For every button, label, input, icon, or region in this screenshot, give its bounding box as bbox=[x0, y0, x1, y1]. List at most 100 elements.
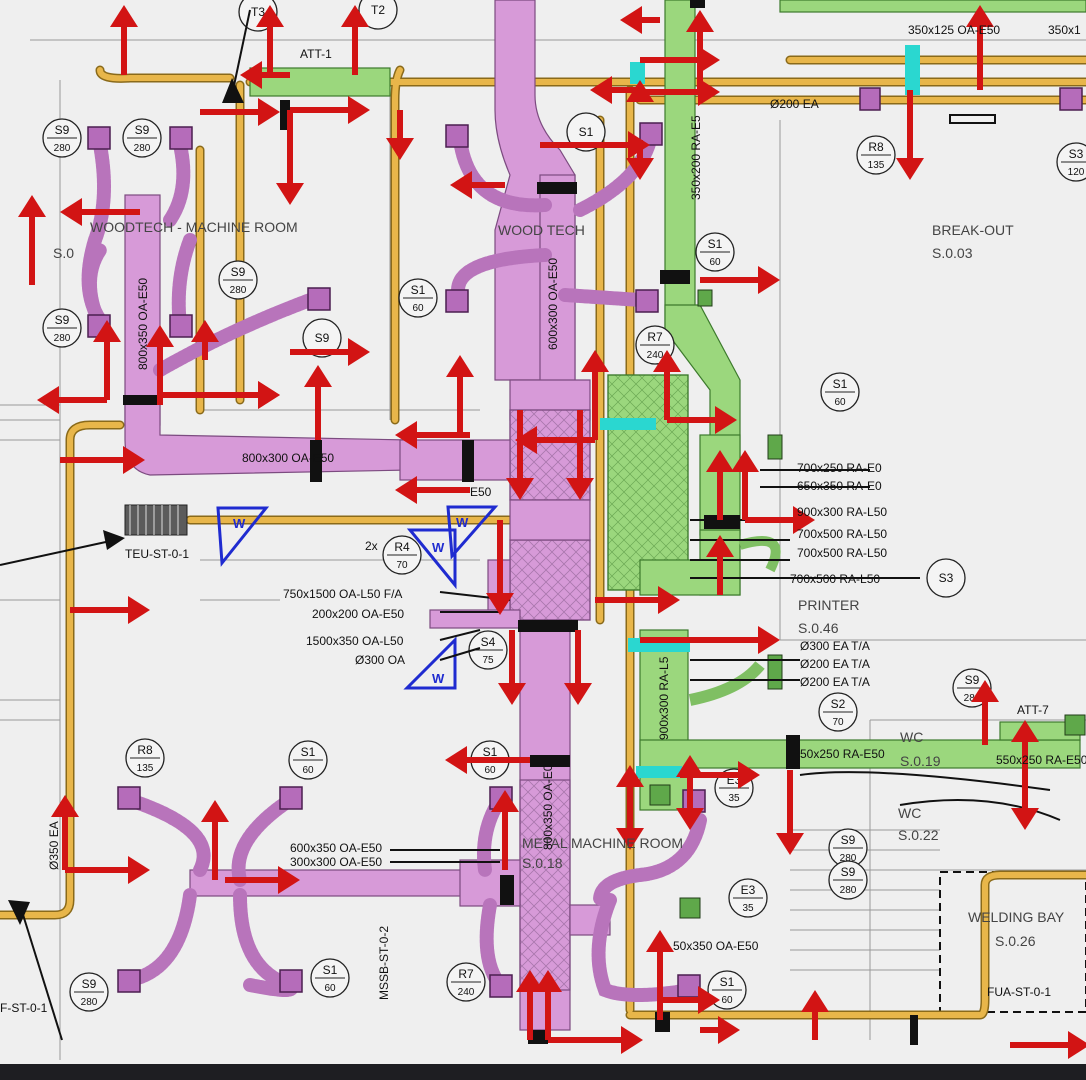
airflow-arrow-head bbox=[715, 406, 737, 434]
diffuser-type: S3 bbox=[939, 571, 954, 585]
airflow-arrow-head bbox=[731, 450, 759, 472]
vertical-duct-label: 600x300 OA-E50 bbox=[546, 258, 560, 350]
diffuser-size: 70 bbox=[832, 717, 844, 728]
room-wc2-label: WC bbox=[898, 805, 921, 821]
airflow-arrow-head bbox=[776, 833, 804, 855]
airflow-arrow-head bbox=[621, 1026, 643, 1054]
teu-coil bbox=[124, 504, 188, 536]
airflow-arrow-head bbox=[37, 386, 59, 414]
duct-label: 2x bbox=[365, 539, 378, 553]
duct-label: F-ST-0-1 bbox=[0, 1001, 48, 1015]
diffuser-type: S9 bbox=[82, 977, 97, 991]
room-breakout-label: BREAK-OUT bbox=[932, 222, 1014, 238]
airflow-arrows bbox=[18, 5, 1086, 1059]
airflow-arrow-head bbox=[128, 596, 150, 624]
airflow-arrow-head bbox=[620, 6, 642, 34]
airflow-arrow-head bbox=[445, 746, 467, 774]
diffuser-type: T2 bbox=[371, 3, 385, 17]
diffuser-tag-s9: S9 bbox=[302, 318, 342, 358]
airflow-arrow-head bbox=[646, 930, 674, 952]
airflow-arrow-head bbox=[515, 426, 537, 454]
diffuser-type: S4 bbox=[481, 635, 496, 649]
cyan-markers bbox=[600, 45, 920, 778]
diffuser-type: S9 bbox=[231, 265, 246, 279]
airflow-arrow-head bbox=[191, 320, 219, 342]
diffuser-size: 280 bbox=[840, 885, 857, 896]
diffuser-type: S1 bbox=[301, 745, 316, 759]
duct-label: 1500x350 OA-L50 bbox=[306, 634, 404, 648]
room-printer-code: S.0.46 bbox=[798, 620, 839, 636]
svg-text:W: W bbox=[432, 671, 445, 686]
diffuser-type: S1 bbox=[579, 125, 594, 139]
diffuser-tag-s1: S1 bbox=[566, 112, 606, 152]
airflow-arrow-head bbox=[506, 478, 534, 500]
diffuser-size: 60 bbox=[721, 995, 733, 1006]
airflow-arrow-head bbox=[18, 195, 46, 217]
room-printer-label: PRINTER bbox=[798, 597, 859, 613]
diffuser-size: 280 bbox=[964, 693, 981, 704]
duct-label: E50 bbox=[470, 485, 492, 499]
leader-lines bbox=[0, 9, 1061, 1041]
diffuser-type: S9 bbox=[841, 833, 856, 847]
airflow-arrow-head bbox=[1011, 720, 1039, 742]
room-welding-code: S.0.26 bbox=[995, 933, 1036, 949]
diffuser-size: 280 bbox=[134, 143, 151, 154]
airflow-arrow-head bbox=[534, 970, 562, 992]
diffuser-type: S1 bbox=[708, 237, 723, 251]
diffuser-tag-s9: S9 280 bbox=[828, 828, 868, 868]
diffuser-size: 240 bbox=[647, 350, 664, 361]
airflow-arrow-head bbox=[304, 365, 332, 387]
diffuser-tag-t2: T2 bbox=[358, 0, 398, 30]
airflow-arrow-head bbox=[738, 761, 760, 789]
diffuser-size: 280 bbox=[840, 853, 857, 864]
vertical-duct-labels: 800x350 OA-E50 600x300 OA-E50 350x200 RA… bbox=[47, 115, 703, 1000]
airflow-arrow-head bbox=[276, 183, 304, 205]
diffuser-type: T3 bbox=[251, 5, 265, 19]
vertical-duct-label: Ø350 EA bbox=[47, 821, 61, 870]
diffuser-type: S1 bbox=[483, 745, 498, 759]
airflow-arrow-head bbox=[590, 76, 612, 104]
diffuser-size: 35 bbox=[728, 793, 740, 804]
airflow-arrow-head bbox=[686, 10, 714, 32]
room-breakout-code: S.0.03 bbox=[932, 245, 973, 261]
airflow-arrow-head bbox=[718, 1016, 740, 1044]
diffuser-size: 280 bbox=[230, 285, 247, 296]
duct-label: Ø300 OA bbox=[355, 653, 405, 667]
airflow-arrow-head bbox=[616, 765, 644, 787]
airflow-arrow-head bbox=[616, 828, 644, 850]
airflow-arrow-head bbox=[93, 320, 121, 342]
diffuser-type: R4 bbox=[394, 540, 410, 554]
diffuser-tag-s9: S9 280 bbox=[218, 260, 258, 300]
oa-ductwork bbox=[124, 0, 611, 1031]
diffuser-size: 135 bbox=[137, 763, 154, 774]
diffuser-type: S1 bbox=[720, 975, 735, 989]
diffuser-size: 280 bbox=[54, 143, 71, 154]
room-labels: WOODTECH - MACHINE ROOM S.0 WOOD TECH BR… bbox=[53, 219, 1065, 949]
valve-icon bbox=[403, 636, 457, 690]
diffuser-size: 60 bbox=[834, 397, 846, 408]
diffuser-size: 135 bbox=[868, 160, 885, 171]
room-woodtech-label: WOODTECH - MACHINE ROOM bbox=[90, 219, 298, 235]
duct-label: Ø200 EA T/A bbox=[800, 657, 870, 671]
flex-ducts bbox=[81, 133, 707, 1002]
vertical-duct-label: 900x300 RA-L5 bbox=[657, 656, 671, 740]
airflow-arrow-head bbox=[758, 626, 780, 654]
room-wc1-code: S.0.19 bbox=[900, 753, 941, 769]
airflow-arrow-head bbox=[966, 5, 994, 27]
room-wc1-label: WC bbox=[900, 729, 923, 745]
airflow-arrow-head bbox=[626, 158, 654, 180]
airflow-arrow-head bbox=[676, 755, 704, 777]
diffuser-size: 240 bbox=[458, 987, 475, 998]
diffuser-size: 60 bbox=[412, 303, 424, 314]
